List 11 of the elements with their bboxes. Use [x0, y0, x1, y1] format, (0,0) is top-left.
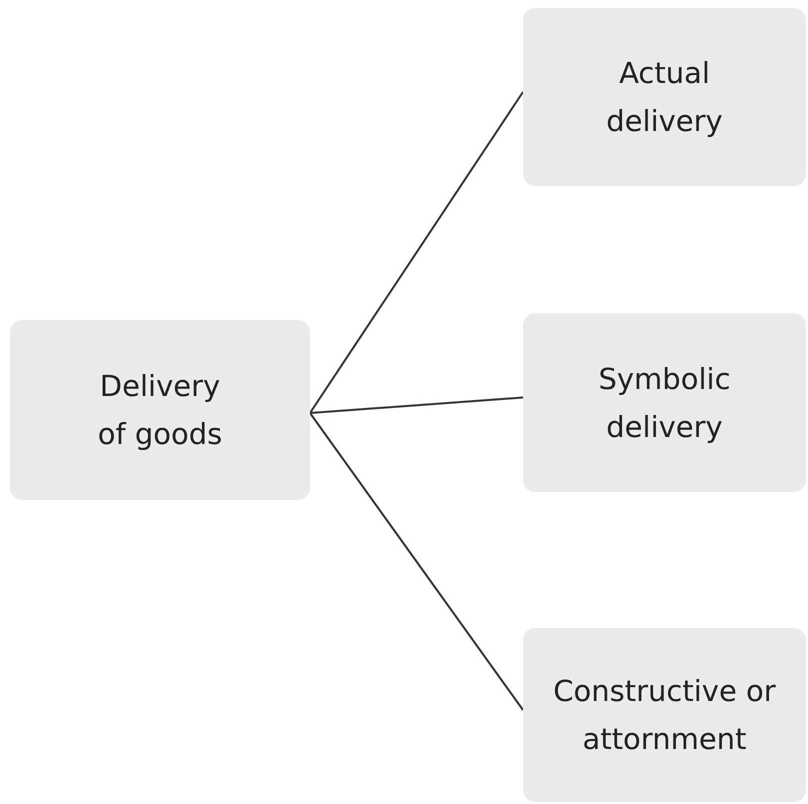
process-box	[523, 8, 806, 186]
process-box	[523, 313, 806, 492]
node-label: Actual delivery	[605, 55, 724, 140]
connector-line	[309, 412, 524, 711]
node-label: Symbolic delivery	[597, 360, 732, 446]
connector-line	[309, 91, 524, 414]
node-label: Delivery of goods	[96, 368, 224, 453]
connector-line	[310, 396, 524, 414]
process-box	[523, 628, 806, 802]
process-box	[10, 320, 310, 500]
node-label: Constructive or attornment	[552, 673, 777, 758]
